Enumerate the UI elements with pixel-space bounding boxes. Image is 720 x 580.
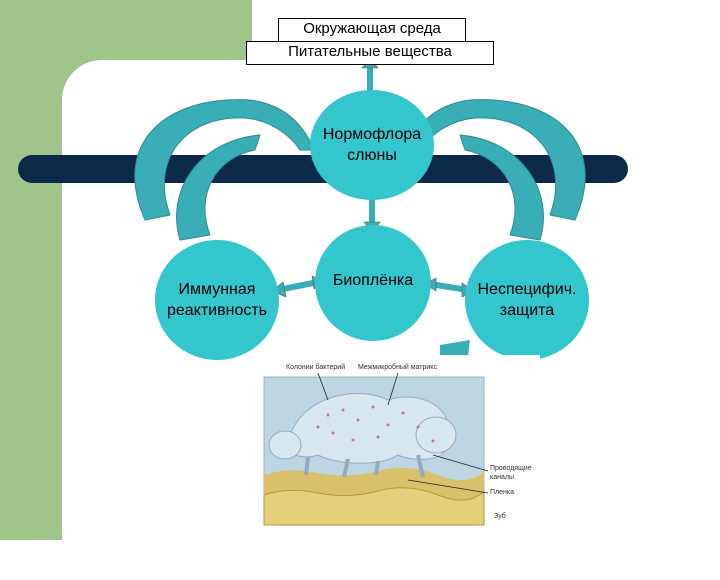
node-biofilm: Биоплёнка [315,225,431,341]
label-pellicle: Пленка [490,489,514,496]
environment-box-top: Окружающая среда [278,18,466,42]
node-biofilm-label: Биоплёнка [332,272,414,289]
environment-label: Окружающая среда [303,20,441,37]
node-normoflora: Нормофлора слюны [310,90,434,200]
biofilm-illustration: Колонии бактерий Межмикробный матрикс Пр… [258,355,540,540]
label-tooth: Зуб [494,513,506,520]
node-immune: Иммунная реактивность [155,240,279,360]
label-channels-1: Проводящие [490,465,532,472]
biofilm-illustration-drawing [258,355,540,540]
environment-box-bottom: Питательные вещества [246,41,494,65]
node-normoflora-label: Нормофлора слюны [322,126,422,164]
node-immune-label: Иммунная реактивность [166,281,268,319]
label-channels-2: каналы [490,474,514,481]
curved-arrow-right-lower [459,134,544,241]
nutrients-label: Питательные вещества [288,43,452,60]
curved-arrow-left-lower [176,134,261,241]
label-colonies: Колонии бактерий [286,364,346,371]
label-matrix: Межмикробный матрикс [358,364,437,371]
node-nonspecific-label: Неспецифич. защита [477,281,577,319]
node-nonspecific: Неспецифич. защита [465,240,589,360]
